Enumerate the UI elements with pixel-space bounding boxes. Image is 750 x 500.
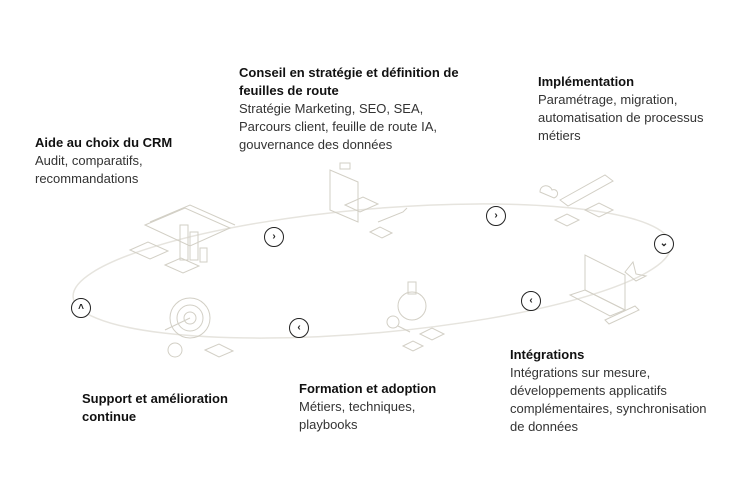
clipboard-icon [329,162,408,239]
step-description: Métiers, techniques, playbooks [299,399,416,432]
target-icon [164,297,235,358]
step-description: Stratégie Marketing, SEO, SEA, Parcours … [239,101,437,152]
next-arrow-button[interactable]: › [264,227,284,247]
step-title: Aide au choix du CRM [35,135,173,150]
step-title: Intégrations [510,347,585,362]
step-title: Formation et adoption [299,381,437,396]
step-description: Paramétrage, migration, automatisation d… [538,92,704,143]
step-description: Intégrations sur mesure, développements … [510,365,707,434]
step-training-adoption: Formation et adoption Métiers, technique… [299,380,469,434]
step-strategy-consulting: Conseil en stratégie et définition de fe… [239,64,464,154]
down-arrow-button[interactable]: ⌄ [654,234,674,254]
pencil-cloud-icon [539,174,615,227]
step-support: Support et amélioration continue [82,390,262,426]
step-integrations: Intégrations Intégrations sur mesure, dé… [510,346,710,436]
audit-documents-icon [128,204,236,274]
laptop-icon [568,254,648,325]
step-crm-choice: Aide au choix du CRM Audit, comparatifs,… [35,134,205,188]
flask-magnifier-icon [386,281,446,352]
next-arrow-button[interactable]: › [486,206,506,226]
prev-arrow-button[interactable]: ‹ [521,291,541,311]
step-title: Implémentation [538,74,635,89]
prev-arrow-button[interactable]: ‹ [289,318,309,338]
up-arrow-button[interactable]: ˄ [71,298,91,318]
step-title: Conseil en stratégie et définition de fe… [239,65,459,98]
step-description: Audit, comparatifs, recommandations [35,153,143,186]
step-implementation: Implémentation Paramétrage, migration, a… [538,73,708,145]
step-title: Support et amélioration continue [82,391,228,424]
